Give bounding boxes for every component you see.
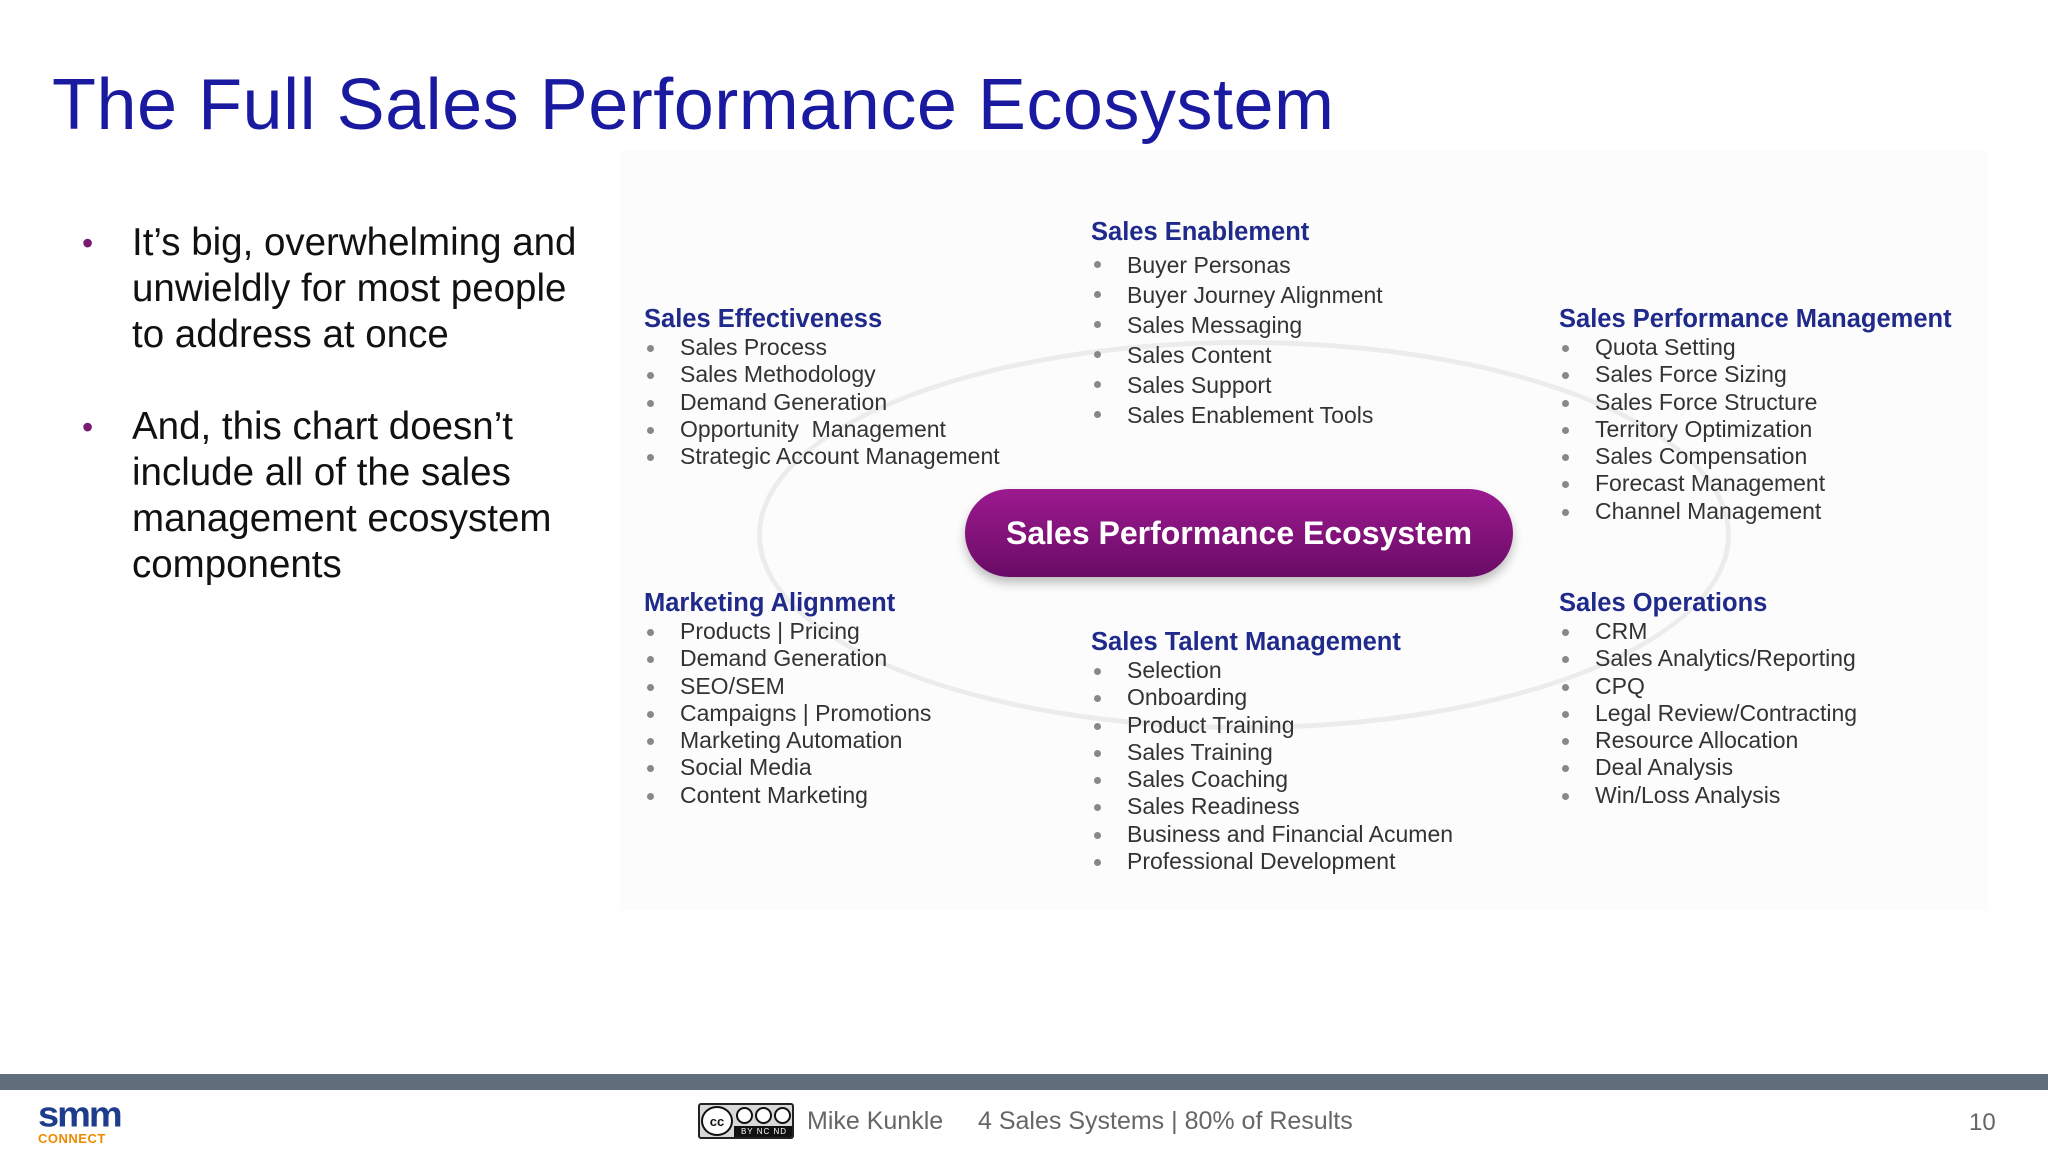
by-icon [736, 1107, 753, 1124]
list-item: Products | Pricing [644, 618, 931, 645]
list-item: Channel Management [1559, 498, 1952, 525]
list-item: Buyer Journey Alignment [1091, 280, 1383, 310]
list-item: Sales Analytics/Reporting [1559, 645, 1857, 672]
logo-subtitle: CONNECT [38, 1131, 106, 1146]
group-list: Sales Process Sales Methodology Demand G… [644, 334, 1000, 470]
list-item: Strategic Account Management [644, 443, 1000, 470]
footer-bar [0, 1074, 2048, 1090]
list-item: SEO/SEM [644, 673, 931, 700]
group-sales-effectiveness: Sales Effectiveness Sales Process Sales … [644, 304, 1000, 470]
group-title: Sales Talent Management [1091, 628, 1401, 656]
list-item: Sales Force Structure [1559, 389, 1952, 416]
bullet-marker: • [82, 225, 94, 261]
bullet-list: • It’s big, overwhelming and unwieldly f… [82, 220, 582, 634]
list-item: Onboarding [1091, 684, 1453, 711]
list-item: Sales Force Sizing [1559, 361, 1952, 388]
ecosystem-ellipse [757, 340, 1731, 730]
list-item: Buyer Personas [1091, 250, 1383, 280]
center-label: Sales Performance Ecosystem [965, 489, 1513, 577]
bullet-marker: • [82, 409, 94, 445]
list-item: Social Media [644, 754, 931, 781]
list-item: Selection [1091, 657, 1453, 684]
list-item: Product Training [1091, 712, 1453, 739]
group-list: Selection Onboarding Product Training Sa… [1091, 657, 1453, 875]
list-item: Resource Allocation [1559, 727, 1857, 754]
bullet-text: It’s big, overwhelming and unwieldly for… [132, 221, 577, 356]
ecosystem-diagram: Sales Performance Ecosystem Sales Effect… [620, 150, 1988, 910]
list-item: Legal Review/Contracting [1559, 700, 1857, 727]
list-item: Sales Training [1091, 739, 1453, 766]
list-item: Sales Compensation [1559, 443, 1952, 470]
list-item: Deal Analysis [1559, 754, 1857, 781]
list-item: Forecast Management [1559, 470, 1952, 497]
list-item: Sales Enablement Tools [1091, 400, 1383, 430]
list-item: Business and Financial Acumen [1091, 821, 1453, 848]
group-title: Sales Effectiveness [644, 305, 883, 333]
list-item: CPQ [1559, 673, 1857, 700]
smm-connect-logo: smm CONNECT [38, 1095, 123, 1146]
list-item: Content Marketing [644, 782, 931, 809]
list-item: Opportunity Management [644, 416, 1000, 443]
group-title: Sales Enablement [1091, 218, 1310, 246]
logo-wordmark: smm [38, 1095, 123, 1135]
list-item: Professional Development [1091, 848, 1453, 875]
group-list: Quota Setting Sales Force Sizing Sales F… [1559, 334, 1952, 525]
list-item: Win/Loss Analysis [1559, 782, 1857, 809]
list-item: CRM [1559, 618, 1857, 645]
bullet-text: And, this chart doesn’t include all of t… [132, 405, 552, 586]
list-item: Demand Generation [644, 645, 931, 672]
slide-title: The Full Sales Performance Ecosystem [52, 65, 1335, 145]
list-item: Sales Coaching [1091, 766, 1453, 793]
group-list: CRM Sales Analytics/Reporting CPQ Legal … [1559, 618, 1857, 809]
cc-license-text: BY NC ND [734, 1126, 792, 1137]
group-marketing-alignment: Marketing Alignment Products | Pricing D… [644, 588, 931, 809]
group-title: Marketing Alignment [644, 589, 896, 617]
list-item: Sales Messaging [1091, 310, 1383, 340]
list-item: Quota Setting [1559, 334, 1952, 361]
group-sales-operations: Sales Operations CRM Sales Analytics/Rep… [1559, 588, 1857, 809]
list-item: Demand Generation [644, 389, 1000, 416]
list-item: Sales Methodology [644, 361, 1000, 388]
cc-condition-icons [736, 1107, 792, 1127]
group-sales-enablement: Sales Enablement Buyer Personas Buyer Jo… [1091, 217, 1383, 430]
nc-icon [755, 1107, 772, 1124]
group-list: Buyer Personas Buyer Journey Alignment S… [1091, 250, 1383, 430]
nd-icon [774, 1107, 791, 1124]
list-item: Sales Process [644, 334, 1000, 361]
cc-logo: cc [701, 1106, 733, 1136]
bullet-item: • And, this chart doesn’t include all of… [82, 404, 582, 588]
footer-author: Mike Kunkle [807, 1107, 944, 1135]
group-title: Sales Operations [1559, 589, 1768, 617]
list-item: Marketing Automation [644, 727, 931, 754]
list-item: Campaigns | Promotions [644, 700, 931, 727]
group-sales-performance-management: Sales Performance Management Quota Setti… [1559, 304, 1952, 525]
list-item: Territory Optimization [1559, 416, 1952, 443]
list-item: Sales Readiness [1091, 793, 1453, 820]
group-title: Sales Performance Management [1559, 305, 1952, 333]
page-number: 10 [1969, 1109, 1996, 1136]
list-item: Sales Support [1091, 370, 1383, 400]
bullet-item: • It’s big, overwhelming and unwieldly f… [82, 220, 582, 358]
footer-tagline: 4 Sales Systems | 80% of Results [978, 1107, 1353, 1135]
list-item: Sales Content [1091, 340, 1383, 370]
cc-by-nc-nd-icon: cc BY NC ND [698, 1103, 794, 1139]
group-list: Products | Pricing Demand Generation SEO… [644, 618, 931, 809]
group-sales-talent-management: Sales Talent Management Selection Onboar… [1091, 627, 1453, 875]
